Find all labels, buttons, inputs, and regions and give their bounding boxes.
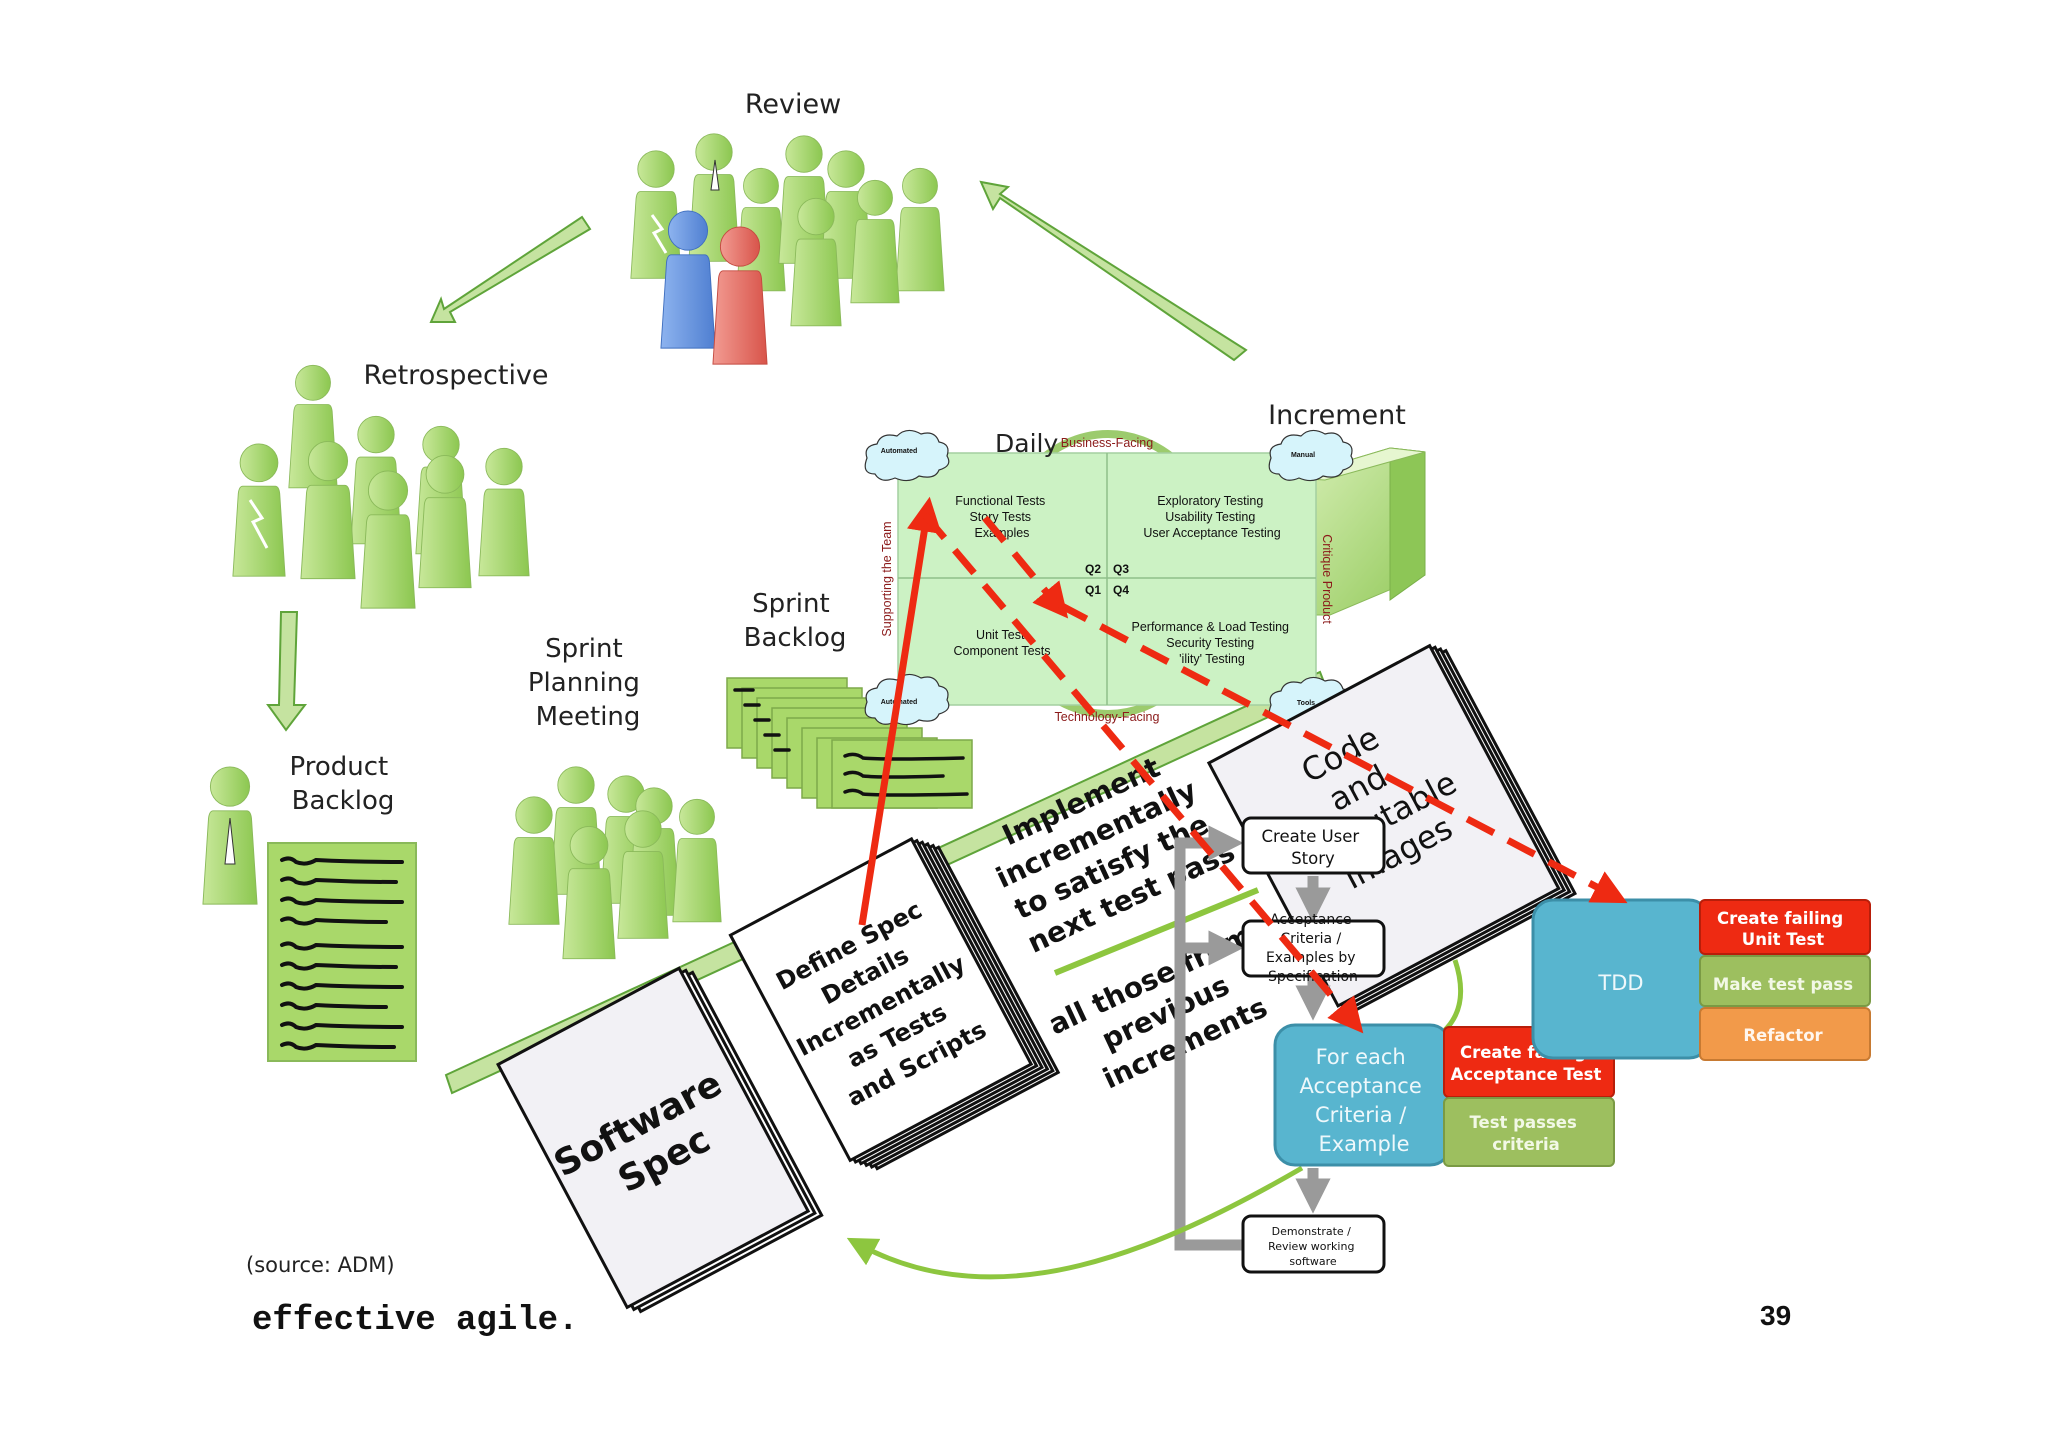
q1-label: Q1 (1085, 583, 1101, 597)
sprint-planning-team (508, 766, 722, 960)
svg-text:Demonstrate / Review wor: Demonstrate / Review working software (1268, 1225, 1358, 1268)
cloud-manual: Manual (1291, 452, 1315, 459)
q3-label: Q3 (1113, 562, 1129, 576)
retrospective-label: Retrospective (363, 360, 548, 391)
test-passes-box: Test passes criteria (1443, 1097, 1615, 1167)
q2-label: Q2 (1085, 562, 1101, 576)
refactor-box: Refactor (1699, 1007, 1871, 1061)
daily-label: Daily (995, 429, 1058, 458)
review-team (630, 133, 945, 365)
sprint-backlog-marks (733, 688, 969, 797)
increment-label: Increment (1268, 400, 1406, 431)
sprint-backlog-label: Sprint Backlog (744, 589, 847, 653)
define-spec-document: Define Spec Details Incrementally as Tes… (728, 836, 1061, 1171)
return-to-spec-arrow (846, 1165, 1304, 1280)
product-backlog-list (267, 842, 417, 1062)
q4-label: Q4 (1113, 583, 1129, 597)
svg-text:For each Acceptance: For each Acceptance Criteria / Example (1300, 1045, 1429, 1156)
q3-items: Exploratory Testing Usability Testing Us… (1143, 494, 1280, 540)
loop-curve (1443, 959, 1464, 1032)
q1-items: Unit Test Component Tests (953, 628, 1050, 658)
svg-text:TDD: TDD (1597, 971, 1643, 995)
testing-quadrant: Functional Tests Story Tests Examples Ex… (864, 429, 1354, 729)
red-arrows (858, 496, 1628, 1034)
software-spec-document: Software Spec (496, 966, 824, 1314)
svg-text:Make test pass: Make test pass (1713, 975, 1853, 994)
acceptance-criteria-box: Acceptance Criteria / Examples by Specif… (1241, 912, 1386, 985)
brand-footer: effective agile. (252, 1302, 579, 1340)
technology-facing-axis: Technology-Facing (1055, 710, 1160, 724)
tdd-box: TDD (1531, 898, 1711, 1060)
supporting-team-axis: Supporting the Team (880, 521, 894, 636)
separator-line (1053, 887, 1260, 976)
svg-text:Test passes criteria: Test passes criteria (1469, 1113, 1582, 1154)
page-number: 39 (1760, 1300, 1792, 1331)
make-test-pass-box: Make test pass (1699, 955, 1871, 1007)
demonstrate-box: Demonstrate / Review working software (1241, 1214, 1386, 1274)
source-note: (source: ADM) (246, 1253, 395, 1277)
cloud-automated-top: Automated (881, 448, 918, 455)
cloud-tools: Tools (1297, 700, 1315, 707)
create-user-story-box: Create User Story (1241, 816, 1386, 875)
svg-text:Refactor: Refactor (1743, 1026, 1823, 1045)
review-label: Review (745, 89, 841, 120)
q4-items: Performance & Load Testing Security Test… (1132, 620, 1293, 666)
retrospective-team (232, 364, 530, 609)
svg-text:Acceptance Criteria /: Acceptance Criteria / Examples by Specif… (1266, 912, 1360, 985)
create-failing-unit-box: Create failing Unit Test (1699, 899, 1871, 955)
sprint-planning-label: Sprint Planning Meeting (528, 634, 648, 732)
svg-text:Create User Story: Create User Story (1262, 827, 1365, 868)
critique-product-axis: Critique Product (1320, 534, 1334, 624)
product-backlog-label: Product Backlog (290, 752, 397, 816)
svg-text:Create failing Unit Test: Create failing Unit Test (1717, 909, 1849, 949)
for-each-acceptance-box: For each Acceptance Criteria / Example (1273, 1023, 1452, 1167)
business-facing-axis: Business-Facing (1061, 436, 1153, 450)
